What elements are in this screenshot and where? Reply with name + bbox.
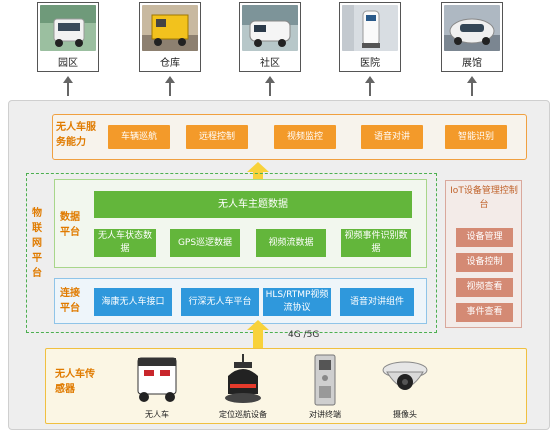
sensor-item-intercom: 对讲终端 [290, 354, 360, 420]
iot-platform-title: 物联网平台 [32, 208, 42, 279]
vehicle-status-data[interactable]: 无人车状态数据 [94, 229, 156, 257]
service-vehicle-cruise[interactable]: 车辆巡航 [108, 125, 170, 149]
exhibition-vehicle-photo [444, 5, 500, 51]
sensor-label: 无人车 [145, 410, 169, 419]
video-view[interactable]: 视频查看 [456, 278, 513, 297]
network-label: 4G /5G [288, 330, 320, 340]
scenario-label: 展馆 [462, 58, 482, 69]
scenario-label: 社区 [260, 58, 280, 69]
management-title: IoT设备管理控制台 [450, 186, 518, 210]
scenario-card-hospital: 医院 [339, 2, 401, 72]
community-vehicle-photo [242, 5, 298, 51]
scenario-label: 医院 [360, 58, 380, 69]
sensor-label: 定位巡航设备 [219, 410, 267, 419]
service-smart-recognition[interactable]: 智能识别 [445, 125, 507, 149]
device-management[interactable]: 设备管理 [456, 228, 513, 247]
gps-patrol-data[interactable]: GPS巡逻数据 [170, 229, 240, 257]
up-arrow-icon [63, 76, 73, 96]
event-view[interactable]: 事件查看 [456, 303, 513, 322]
video-event-data[interactable]: 视频事件识别数据 [341, 229, 411, 257]
delivery-vehicle-icon [137, 357, 177, 402]
hikvision-interface[interactable]: 海康无人车接口 [94, 288, 172, 316]
scenario-card-campus: 园区 [37, 2, 99, 72]
service-video-monitor[interactable]: 视频监控 [274, 125, 336, 149]
cruise-robot-icon [225, 354, 261, 403]
service-voice-intercom[interactable]: 语音对讲 [361, 125, 423, 149]
up-arrow-icon [246, 320, 270, 348]
iot-platform-frame [26, 173, 437, 333]
hospital-robot-photo [342, 5, 398, 51]
dome-camera-icon [382, 361, 428, 390]
vehicle-theme-data[interactable]: 无人车主题数据 [94, 191, 412, 218]
sensor-layer-title: 无人车传感器 [55, 369, 95, 395]
sensor-label: 对讲终端 [309, 410, 341, 419]
data-platform-title: 数据平台 [60, 212, 80, 238]
scenario-label: 园区 [58, 58, 78, 69]
sensor-layer [45, 348, 527, 424]
warehouse-vehicle-photo [142, 5, 198, 51]
video-stream-data[interactable]: 视频流数据 [256, 229, 326, 257]
scenario-label: 仓库 [160, 58, 180, 69]
up-arrow-icon [165, 76, 175, 96]
voice-intercom-component[interactable]: 语音对讲组件 [340, 288, 414, 316]
xingshen-platform[interactable]: 行深无人车平台 [181, 288, 259, 316]
intercom-terminal-icon [314, 354, 336, 406]
up-arrow-icon [265, 76, 275, 96]
sensor-item-vehicle: 无人车 [122, 354, 192, 420]
device-control[interactable]: 设备控制 [456, 253, 513, 272]
campus-vehicle-photo [40, 5, 96, 51]
service-remote-control[interactable]: 远程控制 [186, 125, 248, 149]
sensor-item-camera: 摄像头 [370, 354, 440, 420]
sensor-item-cruise-device: 定位巡航设备 [208, 354, 278, 420]
sensor-label: 摄像头 [393, 410, 417, 419]
service-layer-title: 无人车服务能力 [56, 122, 96, 148]
scenario-card-warehouse: 仓库 [139, 2, 201, 72]
hls-rtmp-protocol[interactable]: HLS/RTMP视频流协议 [263, 288, 331, 316]
scenario-card-community: 社区 [239, 2, 301, 72]
scenario-card-exhibition: 展馆 [441, 2, 503, 72]
up-arrow-icon [467, 76, 477, 96]
up-arrow-icon [365, 76, 375, 96]
connect-platform-title: 连接平台 [60, 288, 80, 314]
